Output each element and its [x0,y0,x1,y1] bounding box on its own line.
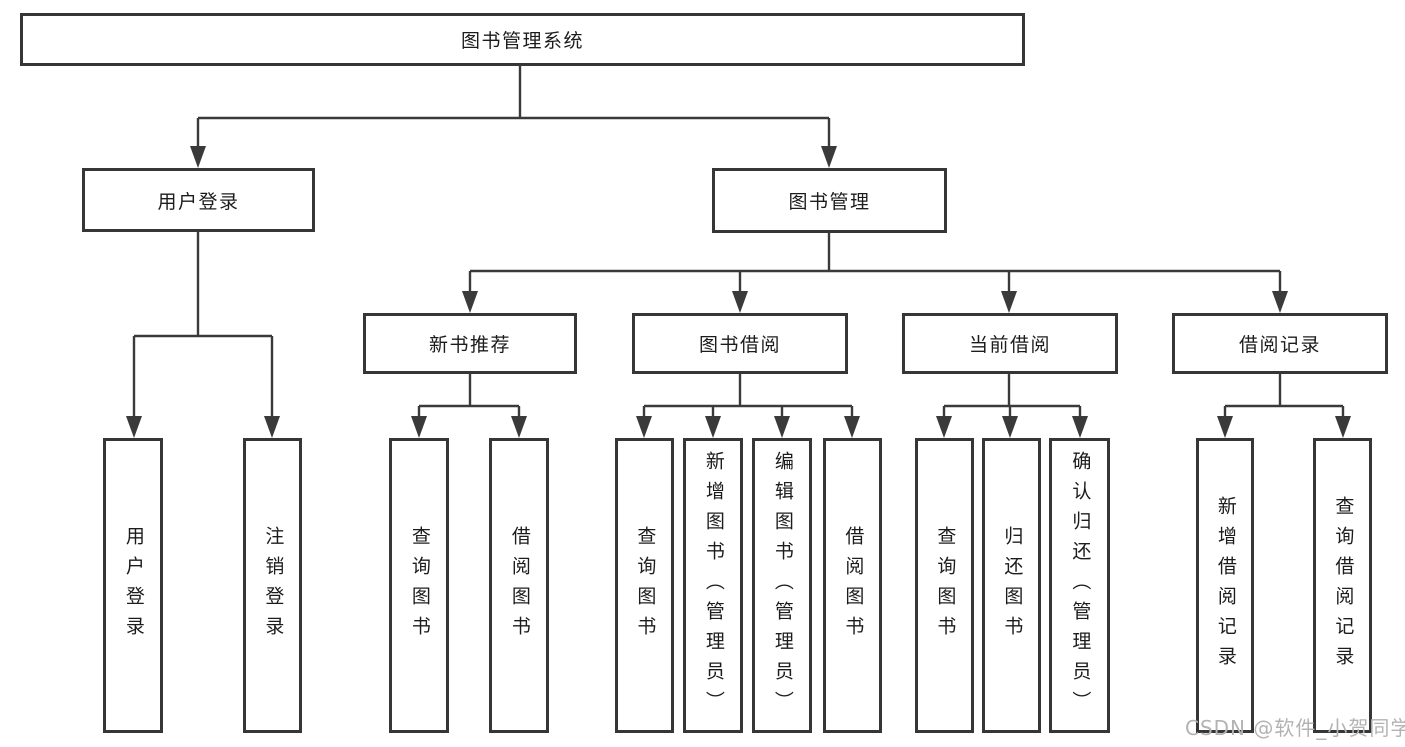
node-label: 新增图书（管理员） [702,450,725,721]
node-label: 新书推荐 [428,334,511,356]
leaf-recommend-borrow-book: 借阅图书 [489,438,549,733]
node-label: 查询借阅记录 [1332,495,1355,676]
node-label: 图书借阅 [698,334,781,356]
node-label: 图书管理 [788,191,871,213]
node-book-borrowing: 图书借阅 [632,313,848,374]
edge-lines [132,66,1345,420]
watermark: CSDN @软件_小贺同学 [1185,716,1405,740]
node-new-book-recommend: 新书推荐 [363,313,577,374]
node-label: 确认归还（管理员） [1069,450,1092,721]
node-borrowing-records: 借阅记录 [1172,313,1388,374]
leaf-edit-book-admin: 编辑图书（管理员） [752,438,812,733]
arrowheads [126,146,1351,438]
node-label: 用户登录 [157,190,240,213]
node-label: 借阅图书 [842,525,865,646]
leaf-confirm-return-admin: 确认归还（管理员） [1049,438,1110,733]
node-label: 查询图书 [634,525,657,646]
node-label: 借阅图书 [508,525,531,646]
leaf-borrow-book: 借阅图书 [823,438,882,733]
node-root-library-system: 图书管理系统 [20,13,1025,66]
leaf-return-book: 归还图书 [982,438,1041,733]
node-label: 编辑图书（管理员） [771,450,794,721]
node-label: 用户登录 [122,525,145,646]
node-label: 查询图书 [934,525,957,646]
node-label: 查询图书 [408,525,431,646]
node-label: 借阅记录 [1238,334,1321,356]
node-book-management: 图书管理 [712,168,947,233]
leaf-user-login: 用户登录 [103,438,163,733]
leaf-query-borrow-record: 查询借阅记录 [1313,438,1372,733]
leaf-add-borrow-record: 新增借阅记录 [1196,438,1254,733]
node-label: 新增借阅记录 [1214,495,1237,676]
leaf-add-book-admin: 新增图书（管理员） [683,438,743,733]
node-label: 当前借阅 [968,334,1051,356]
node-user-login: 用户登录 [82,168,315,232]
leaf-recommend-query-book: 查询图书 [389,438,449,733]
node-label: 图书管理系统 [460,30,584,52]
leaf-logout: 注销登录 [243,438,302,733]
node-current-borrowing: 当前借阅 [902,313,1118,374]
leaf-current-query-book: 查询图书 [915,438,974,733]
leaf-borrowing-query-book: 查询图书 [615,438,674,733]
node-label: 注销登录 [262,525,285,646]
node-label: 归还图书 [1001,525,1024,646]
